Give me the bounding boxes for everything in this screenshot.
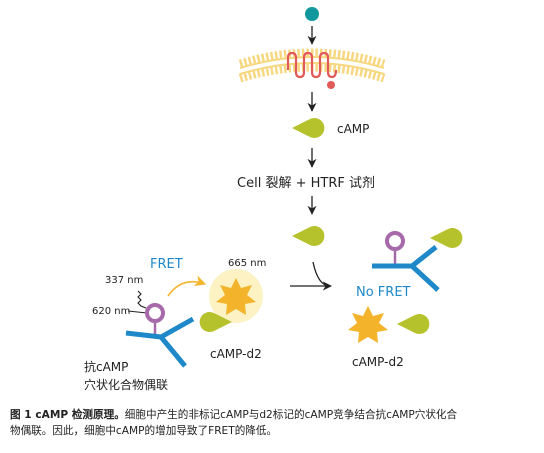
caption-title: 图 1 cAMP 检测原理。 [10,409,125,421]
bound-camp-icon [199,312,232,332]
lysis-step-label: Cell 裂解 + HTRF 试剂 [237,176,375,191]
receptor-icon [286,51,338,79]
camp-icon [292,118,325,138]
cryptate-donor-icon [145,303,165,323]
fret-label: FRET [150,257,183,272]
no-fret-label: No FRET [356,285,411,300]
d2-free-icon [348,306,388,343]
camp-d2-left-label: cAMP-d2 [210,347,262,361]
g-protein-dot [327,81,335,89]
camp-assay-diagram: cAMP Cell 裂解 + HTRF 试剂 FRET 665 nm cAMP-… [84,7,463,392]
d2-acceptor-icon [216,278,256,315]
antibody-label-line2: 穴状化合物偶联 [84,377,168,392]
free-camp-d2-icon [397,314,430,335]
antibody-label-line1: 抗cAMP [84,359,128,374]
antibody-left-icon [125,316,195,368]
ligand-dot [305,7,319,21]
figure-caption: 图 1 cAMP 检测原理。细胞中产生的非标记cAMP与d2标记的cAMP竞争结… [10,407,536,439]
excitation-wave [137,290,147,309]
cryptate-donor-right-icon [385,231,405,251]
free-camp-right-icon [430,228,463,248]
branch-arrow [312,261,331,287]
camp-d2-right-label: cAMP-d2 [352,355,404,369]
free-camp-icon [292,226,325,247]
nm-665-label: 665 nm [228,258,266,269]
nm-620-label: 620 nm [92,306,130,317]
caption-line1: 细胞中产生的非标记cAMP与d2标记的cAMP竞争结合抗cAMP穴状化合 [124,409,458,421]
antibody-right-icon [372,245,440,292]
caption-line2: 物偶联。因此，细胞中cAMP的增加导致了FRET的降低。 [10,425,278,437]
nm-337-label: 337 nm [105,275,143,286]
camp-label: cAMP [337,122,369,136]
fret-energy-arrow [167,275,207,297]
emission-line-620 [127,310,148,314]
